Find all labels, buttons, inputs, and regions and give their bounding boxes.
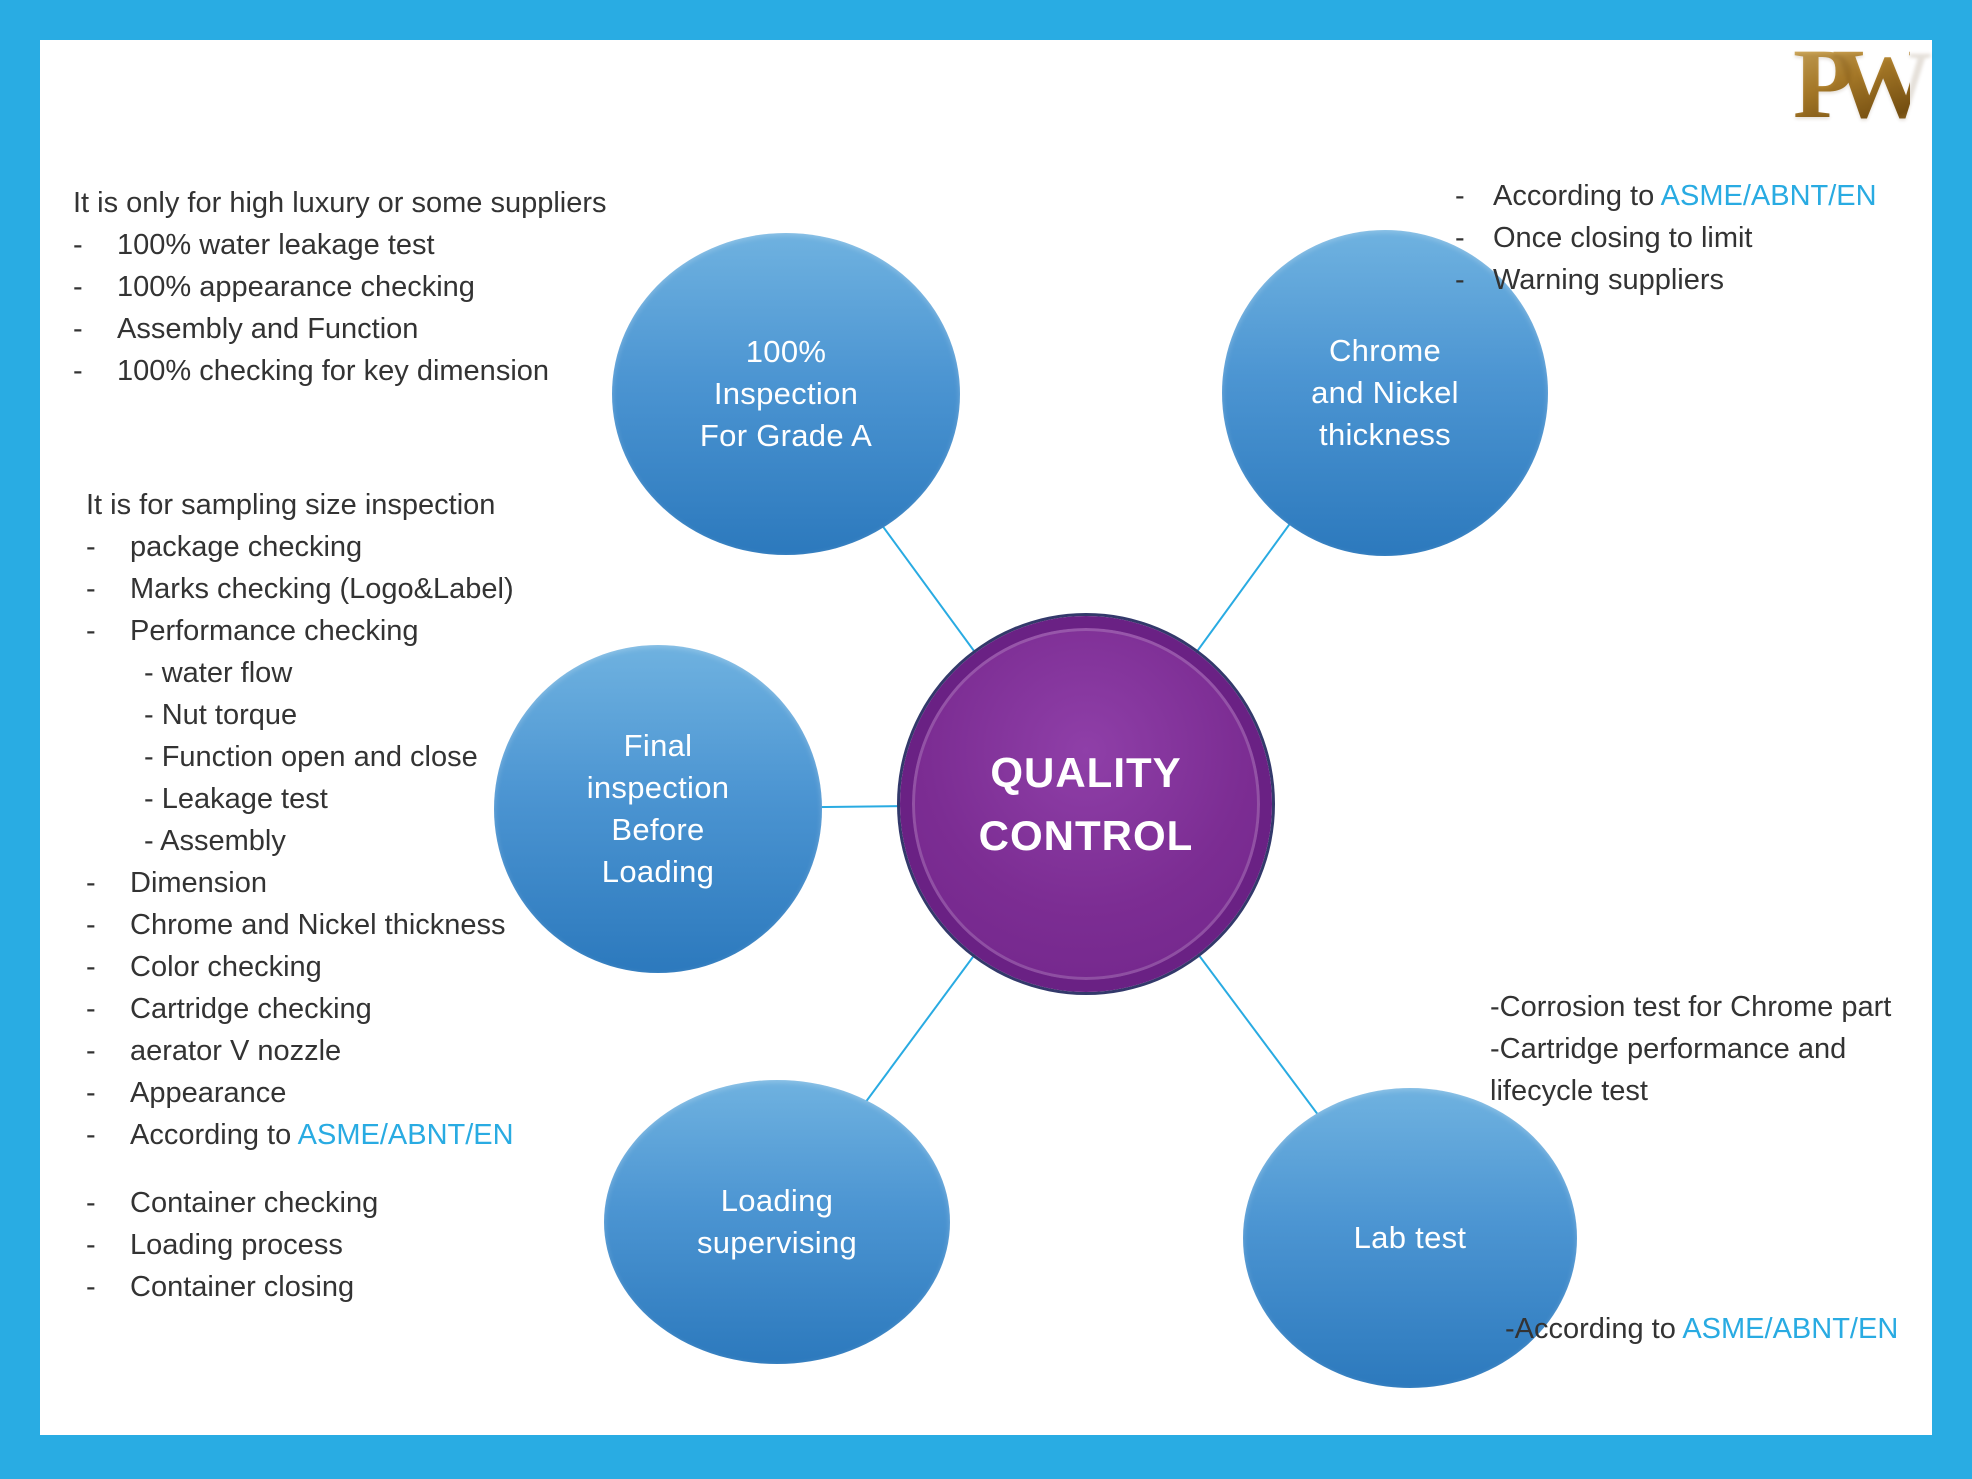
bullet-dash: - <box>86 573 96 605</box>
according-prefix: According to <box>1493 180 1661 212</box>
node-label: 100% Inspection For Grade A <box>699 334 873 453</box>
bullet-dash: - <box>73 229 83 261</box>
node-label: Lab test <box>1353 1220 1467 1256</box>
sub-list-item: - water flow <box>144 657 293 689</box>
node-100-inspection-grade-a: 100% Inspection For Grade A <box>612 233 960 555</box>
bullet-dash: - <box>86 615 96 647</box>
list-item: - Cartridge checking <box>86 988 514 1030</box>
lab-note-line: -Cartridge performance and <box>1490 1033 1847 1065</box>
list-item: - According to ASME/ABNT/EN <box>1455 175 1877 217</box>
note-sampling-title: It is for sampling size inspection <box>86 489 496 521</box>
list-item-text: 100% water leakage test <box>117 229 435 261</box>
bullet-dash: - <box>1455 222 1465 254</box>
bullet-dash: - <box>86 1229 96 1261</box>
bullet-dash: - <box>86 1187 96 1219</box>
bullet-dash: - <box>86 1119 96 1151</box>
list-item-text: Performance checking <box>130 615 419 647</box>
lab-note-line: -Corrosion test for Chrome part <box>1490 991 1892 1023</box>
list-item-text: 100% appearance checking <box>117 271 475 303</box>
list-item-text: Color checking <box>130 951 322 983</box>
bullet-dash: - <box>86 909 96 941</box>
list-item-text: aerator V nozzle <box>130 1035 342 1067</box>
list-item: - Chrome and Nickel thickness <box>86 904 514 946</box>
list-item: - 100% water leakage test <box>73 224 607 266</box>
list-item-text: Dimension <box>130 867 267 899</box>
list-item: - Loading process <box>86 1224 378 1266</box>
list-item: - Marks checking (Logo&Label) <box>86 568 514 610</box>
list-item-text: Warning suppliers <box>1493 264 1725 296</box>
list-item-text: According to ASME/ABNT/EN <box>130 1114 514 1156</box>
bullet-dash: - <box>1455 180 1465 212</box>
list-item: - package checking <box>86 526 514 568</box>
bullet-dash: - <box>86 867 96 899</box>
sub-list-item: - Assembly <box>144 825 286 857</box>
node-loading-supervising: Loading supervising <box>604 1080 950 1364</box>
according-prefix: -According to <box>1505 1313 1683 1345</box>
list-item-text: According to ASME/ABNT/EN <box>1493 175 1877 217</box>
node-lab-test: Lab test <box>1243 1088 1577 1388</box>
list-item: - Assembly and Function <box>73 308 607 350</box>
lab-note-line: lifecycle test <box>1490 1075 1648 1107</box>
note-grade-a: It is only for high luxury or some suppl… <box>73 182 607 392</box>
list-item: - Performance checking <box>86 610 514 652</box>
list-item-text: Loading process <box>130 1229 343 1261</box>
sub-list-item: - Leakage test <box>144 783 328 815</box>
bullet-dash: - <box>86 1077 96 1109</box>
according-prefix: According to <box>130 1119 298 1151</box>
node-label: Loading supervising <box>696 1183 858 1260</box>
bullet-dash: - <box>86 1271 96 1303</box>
list-item: - Once closing to limit <box>1455 217 1877 259</box>
sub-list-item: - Nut torque <box>144 699 298 731</box>
list-item: - Dimension <box>86 862 514 904</box>
note-loading: - Container checking - Loading process -… <box>86 1182 378 1308</box>
node-quality-control: QUALITY CONTROL <box>900 616 1272 992</box>
note-chrome-nickel: - According to ASME/ABNT/EN - Once closi… <box>1455 175 1877 301</box>
node-label: Final inspection Before Loading <box>586 728 730 889</box>
list-item: - 100% checking for key dimension <box>73 350 607 392</box>
list-item-text: Cartridge checking <box>130 993 372 1025</box>
list-item: - Warning suppliers <box>1455 259 1877 301</box>
bullet-dash: - <box>1455 264 1465 296</box>
node-label: Chrome and Nickel thickness <box>1311 333 1459 452</box>
standard-link: ASME/ABNT/EN <box>297 1119 514 1151</box>
node-final-inspection: Final inspection Before Loading <box>494 645 822 973</box>
list-item-text: 100% checking for key dimension <box>117 355 550 387</box>
list-item-text: Marks checking (Logo&Label) <box>130 573 514 605</box>
standard-link: ASME/ABNT/EN <box>1682 1313 1899 1345</box>
list-item: - Container closing <box>86 1266 378 1308</box>
pw-logo: PW <box>1793 28 1932 139</box>
list-item-text: Container checking <box>130 1187 379 1219</box>
bullet-dash: - <box>73 271 83 303</box>
list-item: - Container checking <box>86 1182 378 1224</box>
list-item-text: package checking <box>130 531 363 563</box>
bullet-dash: - <box>86 1035 96 1067</box>
note-lab-footer: -According to ASME/ABNT/EN <box>1505 1308 1898 1350</box>
bullet-dash: - <box>86 951 96 983</box>
list-item-text: Appearance <box>130 1077 287 1109</box>
bullet-dash: - <box>86 993 96 1025</box>
sub-list-item: - Function open and close <box>144 741 478 773</box>
bullet-dash: - <box>73 313 83 345</box>
bullet-dash: - <box>73 355 83 387</box>
note-lab: -Corrosion test for Chrome part -Cartrid… <box>1490 986 1891 1112</box>
note-sampling: It is for sampling size inspection - pac… <box>86 484 514 1156</box>
list-item: - According to ASME/ABNT/EN <box>86 1114 514 1156</box>
list-item-text: Once closing to limit <box>1493 222 1753 254</box>
list-item: - 100% appearance checking <box>73 266 607 308</box>
list-item: - Color checking <box>86 946 514 988</box>
list-item-text: Assembly and Function <box>117 313 419 345</box>
note-grade-a-title: It is only for high luxury or some suppl… <box>73 187 607 219</box>
list-item-text: Container closing <box>130 1271 355 1303</box>
list-item: - aerator V nozzle <box>86 1030 514 1072</box>
center-label: QUALITY CONTROL <box>978 749 1194 859</box>
list-item-text: Chrome and Nickel thickness <box>130 909 506 941</box>
bullet-dash: - <box>86 531 96 563</box>
node-chrome-nickel-thickness: Chrome and Nickel thickness <box>1222 230 1548 556</box>
standard-link: ASME/ABNT/EN <box>1660 180 1877 212</box>
list-item: - Appearance <box>86 1072 514 1114</box>
